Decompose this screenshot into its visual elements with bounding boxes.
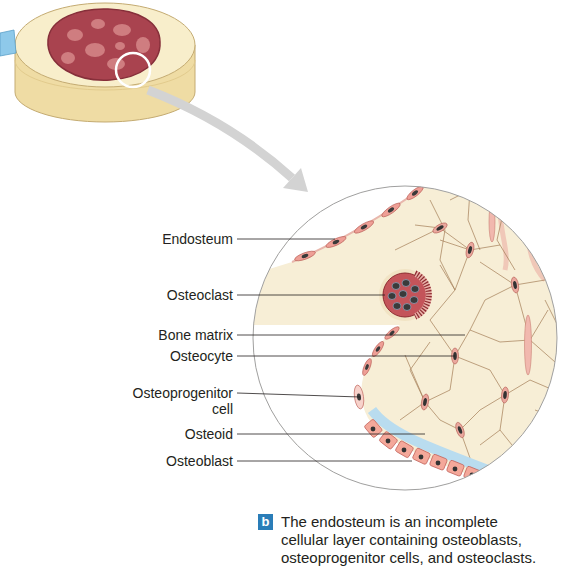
- osteoblast: [395, 440, 414, 458]
- cell-nucleus: [403, 304, 411, 311]
- cell-nucleus: [467, 246, 473, 255]
- cell-nucleus: [364, 364, 369, 371]
- leader-lines: [237, 239, 465, 461]
- figure-caption: The endosteum is an incomplete cellular …: [281, 513, 543, 567]
- cell-nucleus: [436, 461, 441, 466]
- lining-cell: [380, 201, 402, 219]
- osteoblast: [412, 448, 431, 465]
- cell-nucleus: [387, 207, 395, 214]
- osteoclast-cell: [379, 269, 431, 321]
- osteoblast: [497, 480, 515, 497]
- cell-nucleus: [371, 427, 376, 432]
- ruffled-border: [415, 273, 429, 316]
- marrow-space: [61, 52, 75, 64]
- cell-nucleus: [388, 293, 396, 300]
- cell-nucleus: [419, 455, 424, 460]
- lining-cell: [361, 358, 373, 377]
- cell-nucleus: [411, 286, 419, 293]
- osteocyte: [431, 221, 448, 235]
- cell-nucleus: [393, 303, 401, 310]
- bone-face: [15, 3, 195, 87]
- cell-nucleus: [392, 283, 400, 290]
- osteoblast: [364, 419, 383, 438]
- resorption-pit: [379, 269, 431, 321]
- ruffled-border: [415, 273, 429, 316]
- arrow-shaft: [148, 90, 292, 178]
- vessel-channel: [500, 200, 545, 280]
- cell-nucleus: [301, 253, 309, 259]
- endosteum-layer: [292, 184, 428, 262]
- osteoblast: [429, 454, 447, 471]
- marrow-space: [91, 19, 105, 29]
- cell-nucleus: [503, 391, 507, 399]
- part-label: Osteoprogenitor cell: [121, 385, 233, 417]
- arrow-head: [283, 168, 308, 192]
- bone-section: [0, 3, 195, 122]
- lining-cell: [383, 325, 401, 341]
- marrow-space: [85, 43, 105, 57]
- part-label: Osteoblast: [166, 453, 233, 469]
- zoom-marker: [116, 53, 150, 87]
- zoom-circle: [253, 186, 557, 490]
- osteoblast: [480, 473, 498, 490]
- vessel-channel: [525, 315, 532, 375]
- marrow-space: [67, 29, 83, 41]
- spongy-bone: [48, 9, 160, 80]
- part-label: Endosteum: [162, 231, 233, 247]
- cell-nucleus: [402, 448, 407, 453]
- part-label: Bone matrix: [158, 327, 233, 343]
- marrow-space: [113, 24, 131, 36]
- cell-nucleus: [360, 224, 368, 231]
- cell-nucleus: [411, 189, 419, 196]
- lining-cell: [294, 249, 317, 263]
- cell-nucleus: [332, 239, 340, 245]
- cell-nucleus: [453, 467, 458, 472]
- cell-nucleus: [375, 346, 381, 353]
- osteocyte: [465, 241, 476, 258]
- lining-cell: [325, 234, 348, 249]
- lining-cell: [370, 340, 385, 358]
- panel-letter-box: b: [258, 514, 273, 530]
- canaliculi: [395, 190, 562, 458]
- marrow-cavity: [240, 180, 428, 278]
- panel-letter: b: [258, 514, 273, 530]
- lining-cell: [353, 219, 375, 236]
- cell-nucleus: [513, 281, 518, 290]
- cell-nucleus: [386, 439, 391, 444]
- marrow-space: [136, 37, 150, 53]
- part-label: Osteoid: [185, 426, 233, 442]
- osteocytes: [420, 221, 520, 439]
- lining-cells: [353, 325, 401, 410]
- osteocyte: [454, 421, 466, 438]
- zoom-arrow: [148, 90, 308, 192]
- cell-nucleus: [402, 280, 410, 287]
- part-label: Osteoclast: [167, 287, 233, 303]
- vessel-channel: [489, 202, 495, 242]
- osteocyte: [420, 394, 430, 411]
- osteoblast: [446, 460, 464, 477]
- magnified-view: [240, 180, 569, 500]
- cell-nucleus: [423, 398, 428, 407]
- cell-nucleus: [504, 487, 509, 492]
- part-label: Osteocyte: [170, 348, 233, 364]
- marrow-space: [115, 42, 125, 50]
- osteocyte: [510, 277, 520, 294]
- osteocyte: [501, 387, 509, 404]
- endosteal-cells: [294, 184, 425, 262]
- cell-nucleus: [399, 291, 407, 298]
- osteoblast-row: [364, 419, 516, 497]
- cell-nucleus: [436, 224, 445, 231]
- cell-nucleus: [457, 426, 463, 435]
- blue-tab: [0, 30, 16, 56]
- cell-nucleus: [487, 480, 492, 485]
- osteoid-layer: [372, 410, 524, 484]
- cell-nucleus: [410, 297, 418, 304]
